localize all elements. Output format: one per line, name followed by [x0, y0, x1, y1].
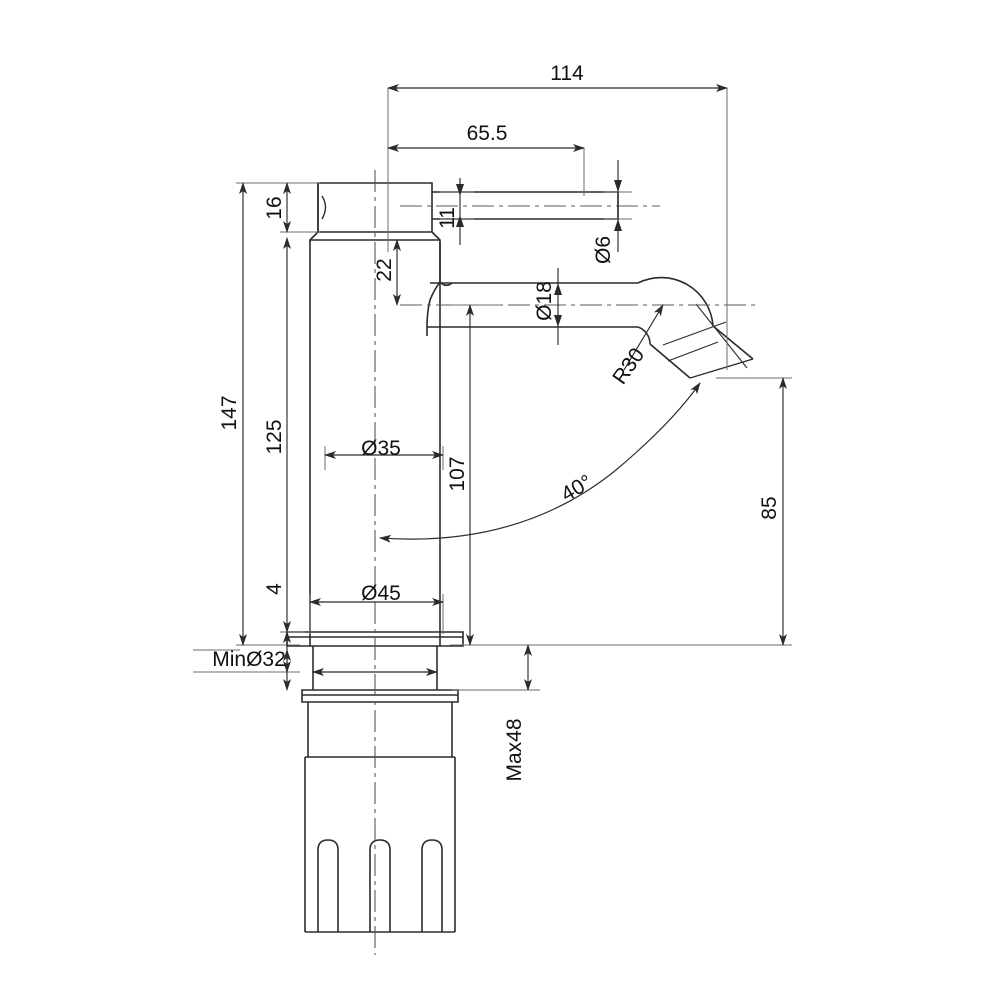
dim-arrow-18-top	[554, 283, 562, 295]
dim-leader-r30	[623, 304, 664, 371]
dim-arrow-11-top	[456, 184, 464, 196]
label-dia45: Ø45	[361, 582, 401, 605]
lower-sleeve-outline	[307, 702, 453, 757]
label-65-5: 65.5	[467, 122, 508, 145]
dim-arrow-11-bottom	[456, 215, 464, 227]
label-dia18: Ø18	[533, 281, 556, 321]
label-max48: Max48	[503, 718, 526, 781]
mounting-washer-outline	[301, 689, 459, 703]
label-85: 85	[758, 496, 781, 519]
label-dia35: Ø35	[361, 437, 401, 460]
lower-body-outline	[304, 756, 456, 933]
spout-outlet-outline	[649, 303, 754, 379]
label-114: 114	[550, 62, 584, 85]
dimension-labels: 114 65.5 16 11 Ø6 Ø18 22 R30 40° 147 125…	[212, 62, 781, 782]
label-11: 11	[436, 207, 459, 229]
label-147: 147	[218, 395, 241, 430]
sleeve-slots	[317, 839, 443, 932]
faucet-geometry	[286, 182, 754, 933]
label-min-dia32: MinØ32	[212, 648, 286, 671]
label-125: 125	[263, 419, 286, 454]
dimension-lines	[239, 84, 787, 691]
dim-arc-40deg	[379, 382, 701, 543]
label-r30: R30	[608, 344, 649, 389]
label-107: 107	[446, 456, 469, 491]
label-dia6: Ø6	[592, 236, 615, 264]
label-4: 4	[263, 583, 286, 595]
label-22: 22	[373, 258, 396, 281]
spout-bend-outline	[637, 276, 714, 345]
dim-arrow-18-bottom	[554, 315, 562, 327]
label-16: 16	[263, 196, 286, 219]
spout-tube-outline	[427, 282, 638, 328]
extension-lines	[193, 88, 792, 691]
dim-arrow-6-bottom	[614, 219, 622, 231]
dim-arrow-6-top	[614, 180, 622, 192]
centre-lines	[374, 170, 760, 955]
label-40deg: 40°	[557, 470, 596, 506]
